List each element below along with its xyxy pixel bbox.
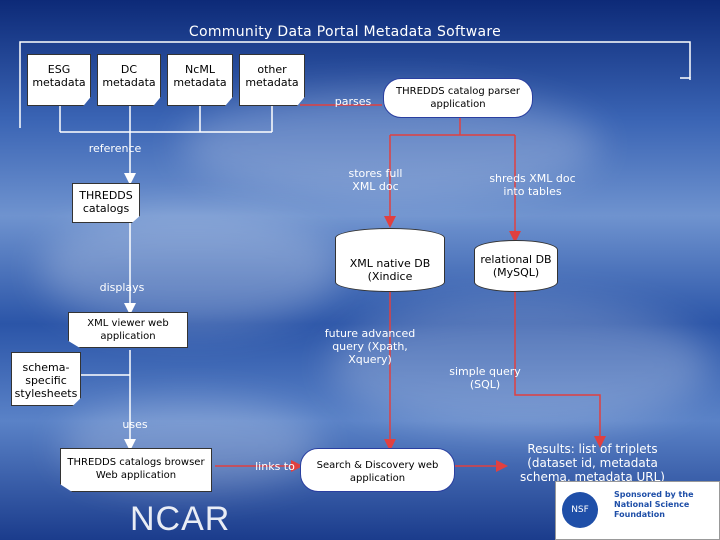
links-to-label: links to (250, 460, 300, 473)
stores-label: stores full XML doc (338, 167, 413, 193)
xml-viewer-node: XML viewer web application (68, 312, 188, 348)
future-query-label: future advanced query (Xpath, Xquery) (320, 327, 420, 366)
ncar-logo: NCAR (130, 500, 230, 539)
thredds-parser-node: THREDDS catalog parser application (383, 78, 533, 118)
search-discovery-node: Search & Discovery web application (300, 448, 455, 492)
relational-db: relational DB (MySQL) (474, 240, 558, 292)
simple-query-label: simple query (SQL) (445, 365, 525, 391)
frame-corner (680, 78, 690, 80)
esg-metadata-doc: ESG metadata (27, 54, 91, 106)
thredds-browser-node: THREDDS catalogs browser Web application (60, 448, 212, 492)
stylesheets-doc: schema-specific stylesheets (11, 352, 81, 406)
parses-label: parses (323, 95, 383, 108)
dc-metadata-doc: DC metadata (97, 54, 161, 106)
reference-label: reference (80, 142, 150, 155)
page-title: Community Data Portal Metadata Software (120, 24, 570, 40)
nsf-seal-icon: NSF (562, 492, 598, 528)
nsf-sponsor-text: Sponsored by the National Science Founda… (614, 490, 714, 520)
xml-native-db: XML native DB (Xindice (335, 228, 445, 292)
thredds-catalogs-doc: THREDDS catalogs (72, 183, 140, 223)
uses-label: uses (115, 418, 155, 431)
shreds-label: shreds XML doc into tables (480, 172, 585, 198)
nsf-sponsor-badge: NSF Sponsored by the National Science Fo… (555, 481, 720, 540)
results-label: Results: list of triplets (dataset id, m… (505, 442, 680, 484)
displays-label: displays (92, 281, 152, 294)
ncml-metadata-doc: NcML metadata (167, 54, 233, 106)
simple-query-arrow (515, 292, 600, 445)
other-metadata-doc: other metadata (239, 54, 305, 106)
